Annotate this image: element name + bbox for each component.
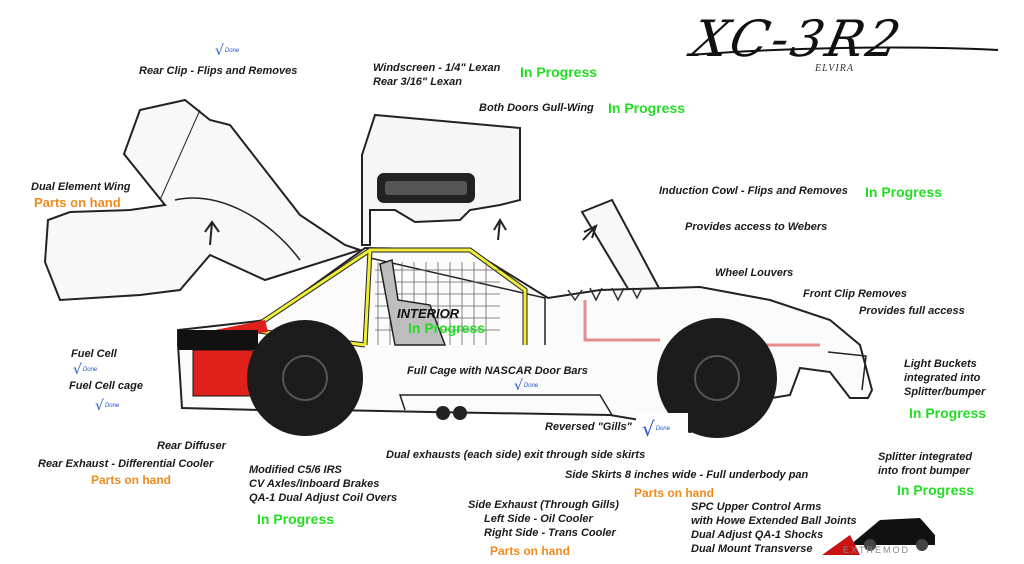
label-fuel-cage: Fuel Cell cage [69, 380, 143, 392]
label-light-buckets-1: Light Buckets [904, 358, 977, 370]
label-windscreen: Windscreen - 1/4" Lexan [373, 62, 501, 74]
status-irs: In Progress [257, 511, 335, 527]
label-cage: Full Cage with NASCAR Door Bars [407, 365, 588, 377]
status-light-buckets: In Progress [909, 405, 987, 421]
watermark-car [822, 518, 935, 555]
watermark-logo: EXTREMOD [843, 545, 911, 555]
status-skirts: Parts on hand [634, 486, 715, 500]
seat [379, 259, 447, 346]
status-windscreen: In Progress [520, 64, 598, 80]
label-spc-2: with Howe Extended Ball Joints [691, 515, 857, 527]
label-interior: INTERIOR [397, 306, 460, 321]
label-skirts: Side Skirts 8 inches wide - Full underbo… [565, 469, 809, 481]
label-irs-1: Modified C5/6 IRS [249, 464, 342, 476]
check-icon: √Done [642, 417, 671, 441]
rear-clip [43, 98, 364, 302]
rear-wheel [247, 320, 363, 436]
logo-subtitle: ELVIRA [815, 63, 854, 74]
logo-swash [689, 46, 999, 56]
label-light-buckets-3: Splitter/bumper [904, 386, 986, 398]
label-dual-exhaust: Dual exhausts (each side) exit through s… [386, 449, 646, 461]
gullwing-door [361, 113, 521, 246]
label-splitter-2: into front bumper [878, 465, 970, 477]
velocity-stacks [567, 287, 643, 302]
status-doors: In Progress [608, 100, 686, 116]
label-doors: Both Doors Gull-Wing [479, 102, 594, 114]
logo-title: XC-3R2 [686, 10, 909, 68]
label-light-buckets-2: integrated into [904, 372, 981, 384]
induction-cowl [580, 198, 662, 294]
label-irs-3: QA-1 Dual Adjust Coil Overs [249, 492, 398, 504]
label-spc-3: Dual Adjust QA-1 Shocks [691, 529, 824, 541]
status-exhaust-diff: Parts on hand [91, 473, 172, 487]
label-spc-4: Dual Mount Transverse [691, 543, 813, 555]
check-icon: √Done [215, 43, 240, 59]
suspension [436, 406, 467, 420]
status-wing: Parts on hand [34, 195, 121, 210]
label-irs-2: CV Axles/Inboard Brakes [249, 478, 380, 490]
status-splitter: In Progress [897, 482, 975, 498]
label-fuel-cell: Fuel Cell [71, 348, 117, 360]
label-diffuser: Rear Diffuser [157, 440, 226, 452]
label-wing: Dual Element Wing [31, 181, 131, 193]
check-icon: √Done [95, 398, 120, 414]
check-icon: √Done [514, 378, 539, 394]
label-rear-lexan: Rear 3/16" Lexan [373, 76, 462, 88]
label-full-access: Provides full access [859, 305, 965, 317]
front-wheel [657, 318, 777, 438]
label-webers: Provides access to Webers [685, 221, 828, 233]
check-icon: √Done [73, 362, 98, 378]
label-gills: Reversed "Gills" [545, 421, 632, 433]
label-louvers: Wheel Louvers [715, 267, 794, 279]
front-exhaust [583, 300, 820, 347]
label-induction: Induction Cowl - Flips and Removes [659, 185, 848, 197]
label-side-exhaust-2: Left Side - Oil Cooler [484, 513, 593, 525]
label-exhaust-diff: Rear Exhaust - Differential Cooler [38, 458, 214, 470]
label-side-exhaust-3: Right Side - Trans Cooler [484, 527, 616, 539]
label-spc-1: SPC Upper Control Arms [691, 501, 822, 513]
fuel-cell [178, 320, 268, 397]
label-side-exhaust-1: Side Exhaust (Through Gills) [468, 499, 619, 511]
gills-check-box [636, 413, 688, 439]
label-front-clip: Front Clip Removes [803, 288, 907, 300]
status-induction: In Progress [865, 184, 943, 200]
label-splitter-1: Splitter integrated [878, 451, 973, 463]
status-interior: In Progress [408, 320, 486, 336]
label-rear-clip: Rear Clip - Flips and Removes [139, 65, 298, 77]
status-side-exhaust: Parts on hand [490, 544, 571, 558]
